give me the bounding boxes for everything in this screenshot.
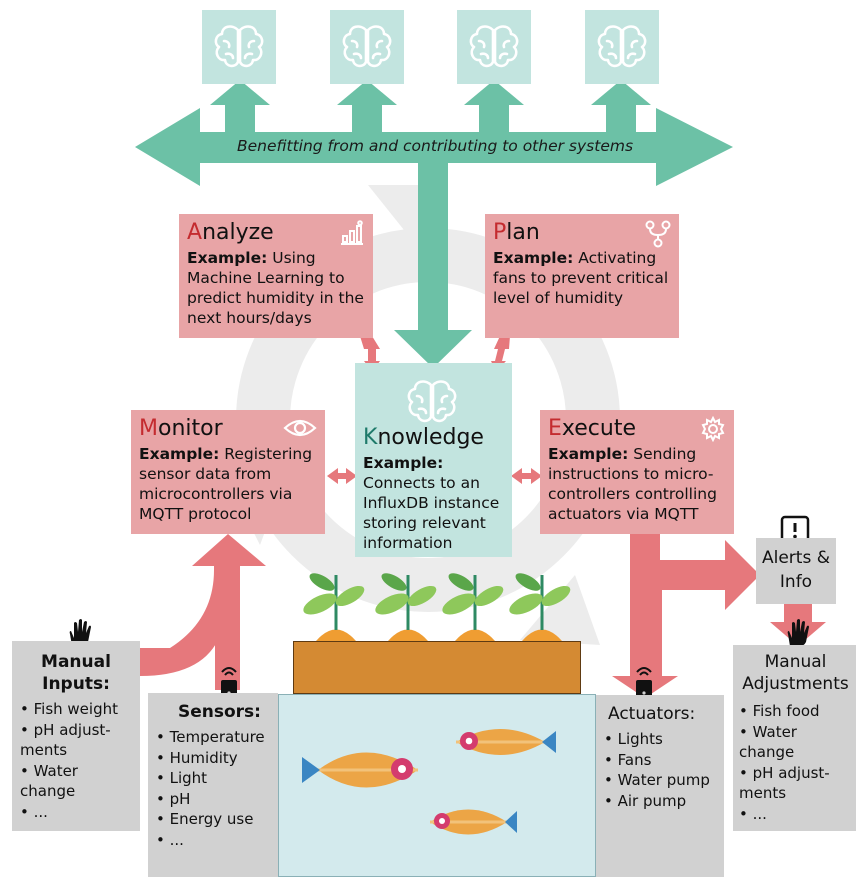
plant-2 [375, 573, 437, 641]
execute-title: Execute [548, 416, 636, 441]
knowledge-text: Example:Connects to an InfluxDB instance… [363, 454, 500, 552]
plant-1 [303, 573, 365, 641]
list-item: pH adjust-ments [20, 720, 132, 761]
bar-chart-icon [341, 220, 363, 245]
device-signal-icon [636, 667, 652, 698]
cycle-arrowhead-right [520, 575, 600, 645]
execute-text: Example: Sending instructions to micro-c… [548, 445, 717, 523]
plan-box: Plan Example: Activating fans to prevent… [485, 214, 679, 338]
manual-inputs-box: Manual Inputs: Fish weight pH adjust-men… [12, 641, 140, 831]
sensors-box: Sensors: Temperature Humidity Light pH E… [148, 693, 278, 877]
monitor-title: Monitor [139, 416, 223, 441]
list-item: Fish food [739, 701, 852, 722]
fish-3 [430, 809, 517, 835]
actuators-title: Actuators: [608, 704, 696, 724]
plant-3 [442, 573, 504, 641]
list-item: Air pump [604, 791, 716, 812]
list-item: ... [20, 802, 132, 823]
analyze-text: Example: Using Machine Learning to predi… [187, 249, 364, 327]
list-item: Fish weight [20, 699, 132, 720]
brain-box-2 [330, 10, 404, 84]
list-item: pH [156, 789, 270, 810]
arrow-to-alerts [660, 540, 760, 610]
sensors-title: Sensors: [178, 702, 261, 722]
manual-adjustments-box: Manual Adjustments Fish food Water chang… [733, 645, 856, 831]
brain-box-4 [585, 10, 659, 84]
list-item: ... [739, 804, 852, 825]
list-item: ... [156, 830, 270, 851]
list-item: Energy use [156, 809, 270, 830]
down-arrow-knowledge [394, 163, 472, 368]
monitor-box: Monitor Example: Registering sensor data… [131, 410, 325, 534]
plan-text: Example: Activating fans to prevent crit… [493, 249, 669, 307]
fish-1 [302, 752, 418, 788]
hand-icon [787, 619, 809, 646]
double-arrow-execute [511, 468, 542, 484]
brain-box-1 [202, 10, 276, 84]
up-arrow-2 [337, 80, 397, 132]
manual-adjustments-title: Manual Adjustments [742, 652, 849, 694]
fish-tank [278, 694, 596, 877]
double-arrow-monitor [327, 468, 357, 484]
analyze-title: Analyze [187, 220, 274, 245]
up-arrow-4 [591, 80, 651, 132]
top-double-arrow [135, 108, 733, 186]
knowledge-box: Knowledge Example:Connects to an InfluxD… [355, 363, 512, 557]
flow-icon [645, 220, 671, 248]
knowledge-title: Knowledge [363, 425, 484, 450]
eye-icon [283, 419, 317, 437]
list-item: Water pump [604, 770, 716, 791]
plant-4 [509, 573, 571, 641]
list-item: Water change [739, 722, 852, 763]
up-arrow-1 [210, 80, 270, 132]
list-item: pH adjust-ments [739, 763, 852, 804]
monitor-text: Example: Registering sensor data from mi… [139, 445, 313, 523]
alerts-box: Alerts & Info [756, 538, 836, 604]
fish-2 [456, 729, 556, 755]
list-item: Light [156, 768, 270, 789]
plan-title: Plan [493, 220, 540, 245]
list-item: Temperature [156, 727, 270, 748]
sensors-list: Temperature Humidity Light pH Energy use… [156, 727, 270, 850]
gear-icon [701, 416, 725, 442]
manual-inputs-title: Manual Inputs: [41, 652, 111, 694]
up-arrow-3 [464, 80, 524, 132]
actuators-box: Actuators: Lights Fans Water pump Air pu… [596, 695, 724, 877]
manual-inputs-list: Fish weight pH adjust-ments Water change… [20, 699, 132, 822]
brain-box-3 [457, 10, 531, 84]
execute-box: Execute Example: Sending instructions to… [540, 410, 734, 534]
alerts-title: Alerts & Info [762, 548, 830, 592]
hand-icon [69, 619, 91, 646]
manual-adjustments-list: Fish food Water change pH adjust-ments .… [739, 701, 852, 824]
analyze-box: Analyze Example: Using Machine Learning … [179, 214, 373, 338]
list-item: Lights [604, 729, 716, 750]
list-item: Water change [20, 761, 132, 802]
arrow-sensors-to-monitor [215, 566, 240, 690]
list-item: Fans [604, 750, 716, 771]
actuators-list: Lights Fans Water pump Air pump [604, 729, 716, 811]
list-item: Humidity [156, 748, 270, 769]
plant-bed [293, 641, 581, 694]
banner-text: Benefitting from and contributing to oth… [236, 137, 634, 155]
